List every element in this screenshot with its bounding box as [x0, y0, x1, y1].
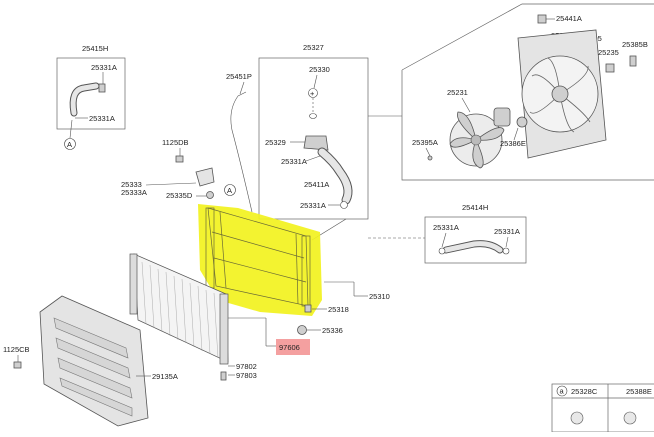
- label-25386E: 25386E: [500, 139, 526, 148]
- label-25330: 25330: [309, 65, 330, 74]
- label-25415H: 25415H: [82, 44, 108, 53]
- svg-text:+: +: [310, 89, 315, 98]
- fan-blade-part: [449, 111, 505, 169]
- circle-a-letter-2: A: [227, 186, 232, 195]
- fan-motor-part: [493, 107, 528, 128]
- label-25336: 25336: [322, 326, 343, 335]
- label-25231: 25231: [447, 88, 468, 97]
- table-part-25328C: 25328C: [571, 387, 598, 396]
- air-guard-part: [39, 295, 149, 427]
- label-25411A: 25411A: [304, 180, 329, 189]
- hose-clamp-part: [98, 83, 106, 93]
- label-25414H: 25414H: [462, 203, 488, 212]
- label-25333A: 25333A: [121, 188, 147, 197]
- label-25333: 25333: [121, 180, 142, 189]
- condenser-bolt-part: [220, 371, 227, 381]
- bracket-part: [195, 167, 215, 187]
- circle-a-letter-1: A: [67, 140, 72, 149]
- label-97606: 97606: [279, 343, 300, 352]
- label-25331A-a: 25331A: [91, 63, 117, 72]
- label-1125CB: 1125CB: [3, 345, 30, 354]
- water-outlet-part: [303, 135, 329, 151]
- label-25310: 25310: [369, 292, 390, 301]
- label-25331A-b: 25331A: [89, 114, 115, 123]
- label-25331A-e: 25331A: [433, 223, 459, 232]
- cap-25336-part: [297, 325, 307, 335]
- label-25331A-f: 25331A: [494, 227, 520, 236]
- reference-circle-a: [64, 138, 76, 150]
- label-25331A-c: 25331A: [281, 157, 307, 166]
- label-29135A: 29135A: [152, 372, 178, 381]
- label-1125DB: 1125DB: [162, 138, 189, 147]
- reference-circle-a-2: [224, 184, 236, 196]
- label-25385B: 25385B: [622, 40, 648, 49]
- drain-plug-part: [304, 304, 312, 313]
- fan-shroud-box: [401, 3, 654, 181]
- lower-hose-box: [258, 57, 369, 220]
- cap-icon: [570, 411, 584, 425]
- hose-box-25414H: [424, 216, 527, 264]
- plug-icon: [623, 411, 637, 425]
- condenser-part: [129, 253, 229, 365]
- label-25329: 25329: [265, 138, 286, 147]
- table-symbol-a: a: [560, 387, 565, 396]
- table-part-25388E: 25388E: [626, 387, 652, 396]
- label-25235: 25235: [598, 48, 619, 57]
- mount-insulator-part: [206, 191, 214, 199]
- parts-table: a 25328C 25388E: [551, 383, 654, 433]
- bolt-1125CB-part: [13, 361, 22, 369]
- label-25331A-d: 25331A: [300, 201, 326, 210]
- label-25327: 25327: [303, 43, 324, 52]
- bolt-part: [175, 155, 184, 163]
- label-25318: 25318: [328, 305, 349, 314]
- label-97802: 97802: [236, 362, 257, 371]
- cap-part: [308, 88, 318, 98]
- label-25451P: 25451P: [226, 72, 252, 81]
- label-25395A: 25395A: [412, 138, 438, 147]
- overflow-hose-part: [230, 91, 253, 213]
- hose-kit-box: [56, 57, 126, 130]
- label-25335D: 25335D: [166, 191, 193, 200]
- label-25441A: 25441A: [556, 14, 582, 23]
- highlighted-part-badge[interactable]: [276, 339, 310, 355]
- label-97803: 97803: [236, 371, 257, 380]
